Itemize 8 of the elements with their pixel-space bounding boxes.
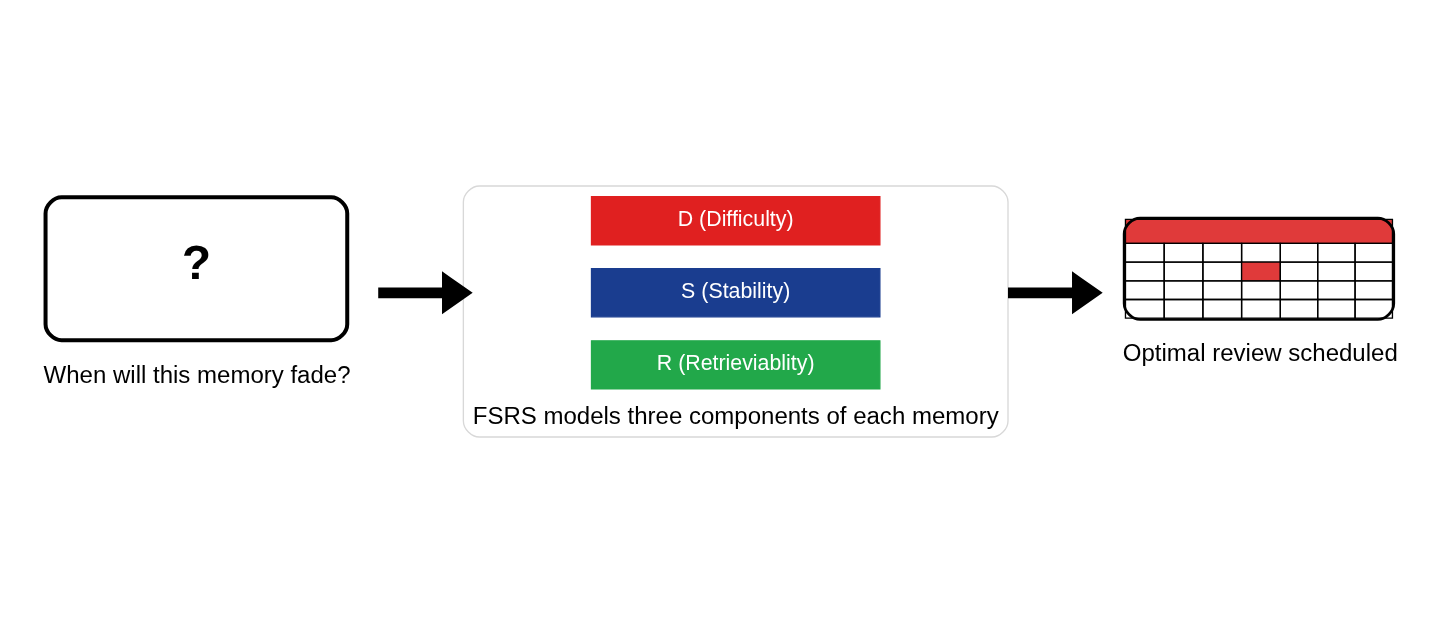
node-label: Optimal review scheduled [1122, 338, 1398, 366]
node-box: S (Stability) [590, 267, 881, 317]
node-box: D (Difficulty) [590, 195, 881, 245]
node-label: When will this memory fade? [43, 360, 351, 388]
arrow [378, 270, 473, 314]
arrow [1008, 270, 1103, 314]
node-box: ? [43, 194, 350, 342]
node-box: R (Retrieviablity) [590, 339, 881, 390]
